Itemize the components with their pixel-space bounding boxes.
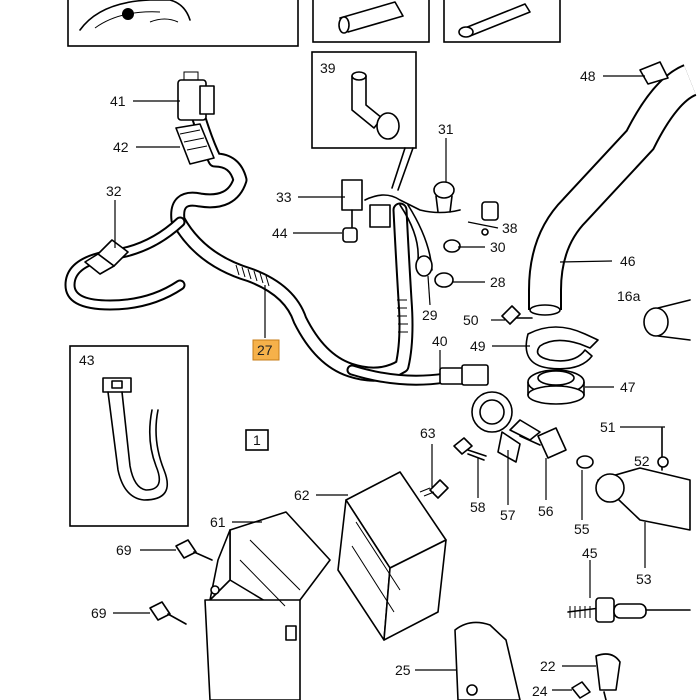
clamp-parts xyxy=(501,305,599,405)
callout-46: 46 xyxy=(620,253,636,269)
connector-32 xyxy=(84,239,129,275)
callout-56: 56 xyxy=(538,503,554,519)
bracket-61 xyxy=(204,511,331,700)
wiring-harness-27 xyxy=(64,97,451,386)
callout-61: 61 xyxy=(210,514,226,530)
callout-31: 31 xyxy=(438,121,454,137)
callout-53: 53 xyxy=(636,571,652,587)
callout-50: 50 xyxy=(463,312,479,328)
car-inset xyxy=(67,0,299,47)
control-unit-62 xyxy=(337,471,447,641)
hose-46 xyxy=(528,61,698,316)
callout-69-upper: 69 xyxy=(116,542,132,558)
bolt-63 xyxy=(419,479,449,499)
callout-45: 45 xyxy=(582,545,598,561)
fitting-16a xyxy=(643,299,691,341)
callout-47: 47 xyxy=(620,379,636,395)
ref-box-1 xyxy=(245,429,269,451)
callout-49: 49 xyxy=(470,338,486,354)
bolt-69b xyxy=(149,601,187,625)
right-parts xyxy=(595,427,691,531)
callout-39: 39 xyxy=(320,60,336,76)
bolt-24 xyxy=(571,681,591,699)
callout-22: 22 xyxy=(540,658,556,674)
callout-38: 38 xyxy=(502,220,518,236)
callout-27[interactable]: 27 xyxy=(257,342,273,358)
callout-25: 25 xyxy=(395,662,411,678)
callout-55: 55 xyxy=(574,521,590,537)
callout-41: 41 xyxy=(110,93,126,109)
callout-42: 42 xyxy=(113,139,129,155)
callout-43: 43 xyxy=(79,352,95,368)
callout-62: 62 xyxy=(294,487,310,503)
callout-57: 57 xyxy=(500,507,516,523)
callout-labels: 41 42 32 27 43 39 33 44 31 38 30 28 29 4… xyxy=(79,60,652,699)
callout-63: 63 xyxy=(420,425,436,441)
callout-58: 58 xyxy=(470,499,486,515)
callout-16a: 16a xyxy=(617,288,641,304)
cable-tie-inset-43 xyxy=(69,345,189,527)
clip-22 xyxy=(595,653,621,700)
sensor-cluster xyxy=(341,179,499,288)
sensor-45 xyxy=(567,597,691,623)
leader-lines xyxy=(113,75,665,691)
callout-32: 32 xyxy=(106,183,122,199)
hose-end-inset xyxy=(312,0,430,43)
callout-40: 40 xyxy=(432,333,448,349)
bolt-69a xyxy=(175,539,213,561)
connector-42 xyxy=(175,123,215,165)
callout-29: 29 xyxy=(422,307,438,323)
callout-28: 28 xyxy=(490,274,506,290)
callout-48: 48 xyxy=(580,68,596,84)
callout-33: 33 xyxy=(276,189,292,205)
callout-30: 30 xyxy=(490,239,506,255)
highlight-27 xyxy=(252,339,280,361)
connector-40 xyxy=(439,364,489,386)
sensor-assembly xyxy=(453,391,594,469)
callout-69-lower: 69 xyxy=(91,605,107,621)
callout-44: 44 xyxy=(272,225,288,241)
callout-51: 51 xyxy=(600,419,616,435)
elbow-inset-39 xyxy=(311,51,417,191)
callout-52: 52 xyxy=(634,453,650,469)
connector-41 xyxy=(177,71,215,121)
plug-inset xyxy=(443,0,561,43)
callout-24: 24 xyxy=(532,683,548,699)
mount-25 xyxy=(454,621,521,700)
ref-label-1: 1 xyxy=(253,432,261,448)
